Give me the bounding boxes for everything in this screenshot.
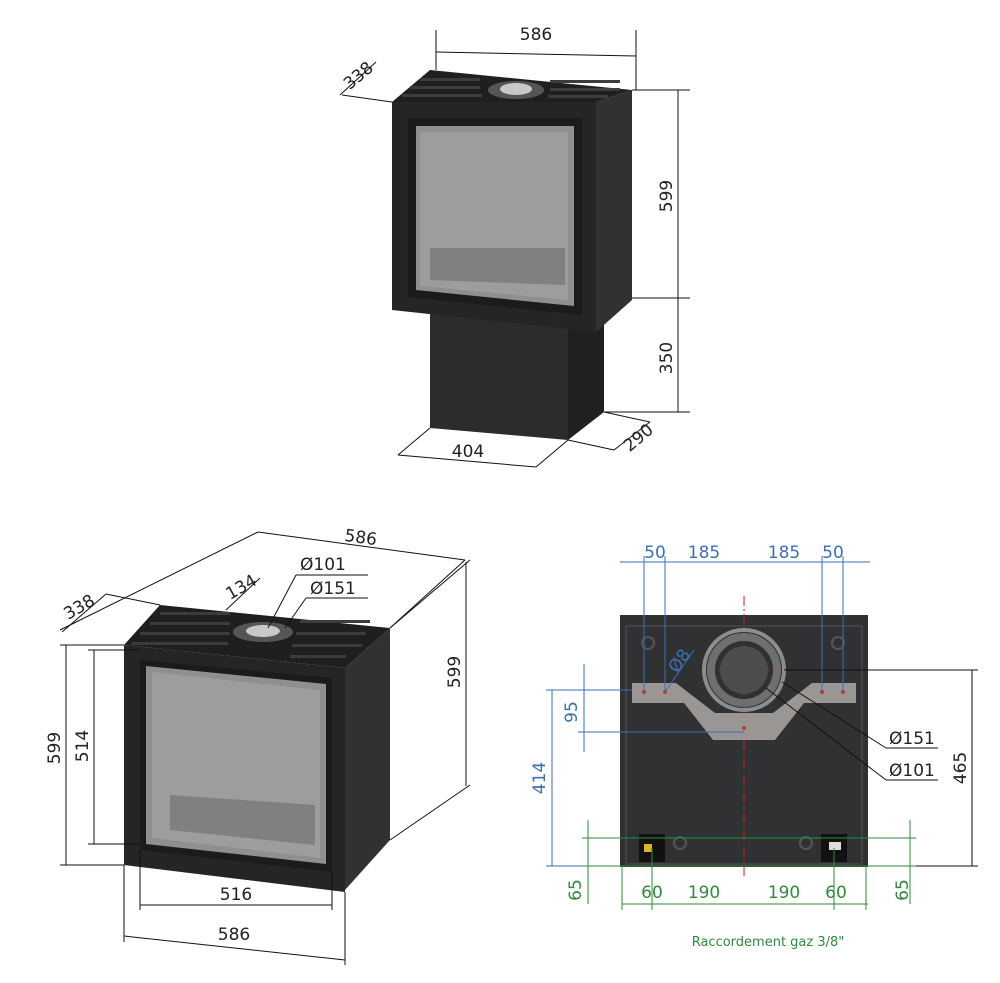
pedestal-front [430,312,568,440]
gas-connection-caption: Raccordement gaz 3/8" [692,935,845,950]
flue-opening [246,625,280,637]
dim-bottom-3: 190 [768,883,800,903]
dim-total-width: 586 [218,925,250,945]
back-view: 50 185 185 50 Ø8 95 414 465 Ø151 Ø101 65 [530,543,978,950]
dim-glass-width: 516 [220,885,252,905]
dim-depth-top: 338 [340,58,378,94]
dim-glass-height: 514 [73,730,93,762]
dim-bottom-4: 60 [825,883,847,903]
dim-base-width: 404 [452,442,484,462]
dim-top-3: 185 [768,543,800,563]
dim-width-top: 586 [343,526,378,550]
dim-top-1: 50 [644,543,666,563]
dim-flue-height: 414 [530,762,550,794]
stove-side [596,90,632,332]
dim-height-base: 350 [657,342,677,374]
dim-dia-outer: Ø151 [310,579,356,599]
dim-top-2: 185 [688,543,720,563]
dim-top-4: 50 [822,543,844,563]
dim-total-height: 465 [951,752,971,784]
dim-bottom-1: 60 [641,883,663,903]
dim-offset: 134 [222,571,260,605]
dim-gas-right: 65 [893,879,913,901]
dim-height-body: 599 [657,180,677,212]
dim-height-right: 599 [445,656,465,688]
dim-depth: 338 [60,591,98,625]
pedestal-side [568,300,604,440]
iso-top-view: 586 338 599 350 404 290 [339,25,690,468]
dim-back-dia-outer: Ø151 [889,729,935,749]
flue-opening [500,83,532,95]
iso-bottom-view: 586 338 134 Ø101 Ø151 599 599 514 516 [45,526,471,965]
body-side [345,628,390,890]
dim-gas-left: 65 [566,879,586,901]
mount-bracket [632,683,856,740]
dim-width-top: 586 [520,25,552,45]
dim-base-depth: 290 [620,420,658,456]
dim-height-left: 599 [45,732,65,764]
dim-bottom-2: 190 [688,883,720,903]
dim-dia-inner: Ø101 [300,555,346,575]
flue-inner [720,646,768,694]
dim-back-dia-inner: Ø101 [889,761,935,781]
dim-bracket-height: 95 [562,701,582,723]
